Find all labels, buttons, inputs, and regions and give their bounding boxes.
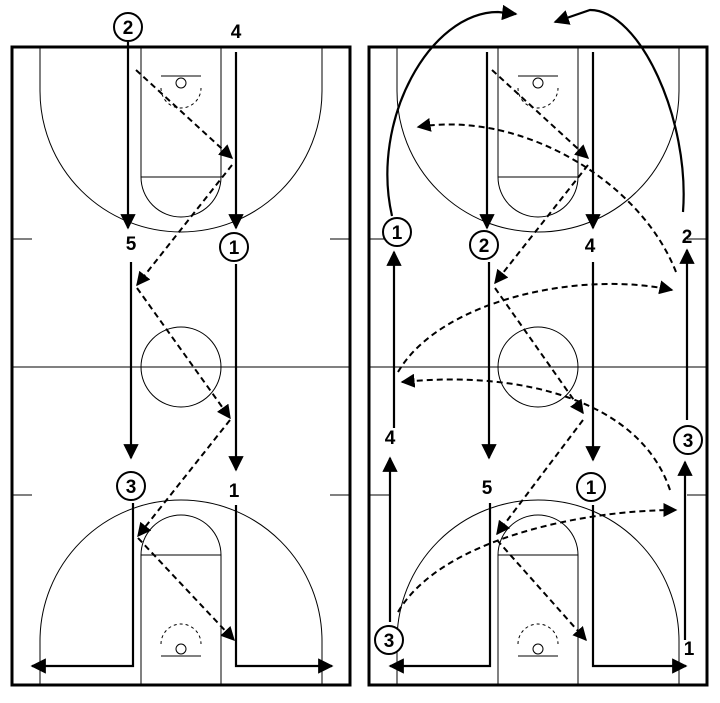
right-pass-skip-mid (400, 373, 671, 491)
right-court: 1 2 4 2 4 3 5 1 3 1 (367, 4, 709, 687)
right-pass-2 (494, 164, 589, 285)
player-label: 4 (385, 428, 396, 449)
left-center-circle (140, 326, 222, 408)
player-label: 3 (384, 631, 395, 652)
player-label: 1 (229, 481, 240, 502)
right-bottom-rim (532, 643, 544, 655)
right-move-5-corner (388, 503, 492, 674)
player-label: 4 (585, 236, 596, 257)
left-top-three-point-arc (39, 47, 323, 233)
right-pass-cross-2 (397, 503, 678, 613)
player-label: 2 (123, 18, 134, 39)
right-pass-1 (491, 69, 590, 159)
right-pass-skip-top (416, 118, 677, 273)
player-marker: 2 (469, 230, 499, 260)
player-marker: 2 (682, 227, 693, 248)
player-label: 1 (586, 478, 597, 499)
left-bottom-three-point-arc (39, 499, 323, 685)
left-bottom-lane (140, 554, 222, 686)
right-top-three-point-arc (396, 47, 680, 233)
player-label: 1 (684, 639, 695, 660)
player-marker: 2 (113, 12, 143, 42)
right-move-2-loop (553, 8, 685, 213)
player-marker: 1 (219, 232, 249, 262)
player-label: 2 (479, 236, 490, 257)
left-bottom-rim (175, 643, 187, 655)
left-top-lane (140, 46, 222, 178)
player-marker: 3 (673, 425, 703, 455)
right-bottom-lane (497, 554, 579, 686)
left-court-boundary (10, 45, 352, 687)
left-move-1b (234, 505, 334, 674)
player-marker: 1 (684, 639, 695, 660)
right-move-1-corner (591, 505, 688, 674)
left-pass-5 (137, 537, 235, 642)
left-top-rim (175, 77, 187, 89)
player-marker: 1 (382, 217, 412, 247)
player-label: 1 (392, 223, 403, 244)
player-marker: 3 (374, 625, 404, 655)
player-marker: 4 (585, 236, 596, 257)
right-top-rim (532, 77, 544, 89)
left-pass-3 (136, 287, 231, 420)
player-label: 5 (126, 234, 137, 255)
player-label: 4 (231, 22, 242, 43)
left-pass-1 (135, 69, 234, 159)
player-label: 3 (126, 477, 137, 498)
player-marker: 4 (385, 428, 396, 449)
right-top-lane (497, 46, 579, 178)
right-pass-5 (496, 539, 587, 642)
right-move-1-loop (386, 4, 518, 217)
player-label: 2 (682, 227, 693, 248)
right-pass-3 (494, 287, 584, 415)
player-marker: 4 (231, 22, 242, 43)
left-pass-2 (136, 164, 233, 287)
right-bottom-three-point-arc (396, 499, 680, 685)
right-pass-cross-1 (397, 280, 674, 373)
player-marker: 1 (576, 472, 606, 502)
player-marker: 1 (229, 481, 240, 502)
left-pass-4 (137, 419, 231, 538)
player-label: 3 (683, 431, 694, 452)
player-label: 5 (482, 478, 493, 499)
player-marker: 5 (126, 234, 137, 255)
player-label: 1 (229, 238, 240, 259)
right-pass-4 (496, 419, 584, 536)
player-marker: 3 (116, 471, 146, 501)
left-court: 2 4 5 1 3 1 (10, 12, 352, 687)
right-center-circle (497, 326, 579, 408)
left-move-3 (30, 503, 135, 674)
player-marker: 5 (482, 478, 493, 499)
